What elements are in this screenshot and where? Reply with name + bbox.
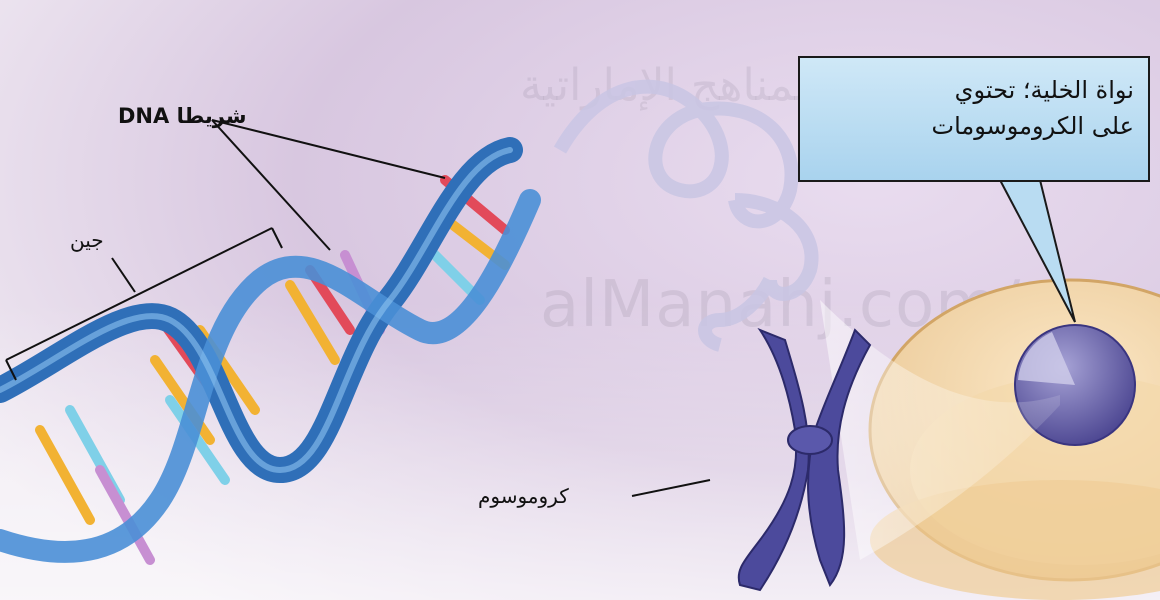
dna-helix: [0, 150, 530, 560]
nucleus-callout: نواة الخلية؛ تحتوي على الكروموسومات: [798, 56, 1150, 182]
nucleus-callout-line-1: نواة الخلية؛ تحتوي: [932, 72, 1135, 108]
chromosome-label: كروموسوم: [478, 484, 569, 508]
chromosome-leader: [632, 480, 710, 496]
dna-leader-1: [212, 120, 445, 178]
nucleus-callout-line-2: على الكروموسومات: [932, 108, 1135, 144]
leader-lines: [6, 120, 710, 496]
nucleus-callout-text: نواة الخلية؛ تحتوي على الكروموسومات: [932, 72, 1135, 144]
chromatin-coil: [560, 87, 812, 345]
gene-label: جين: [70, 228, 104, 252]
dna-leader-2: [212, 120, 330, 250]
dna-strand-label: شريطا DNA: [118, 104, 247, 128]
gene-leader: [112, 258, 135, 292]
